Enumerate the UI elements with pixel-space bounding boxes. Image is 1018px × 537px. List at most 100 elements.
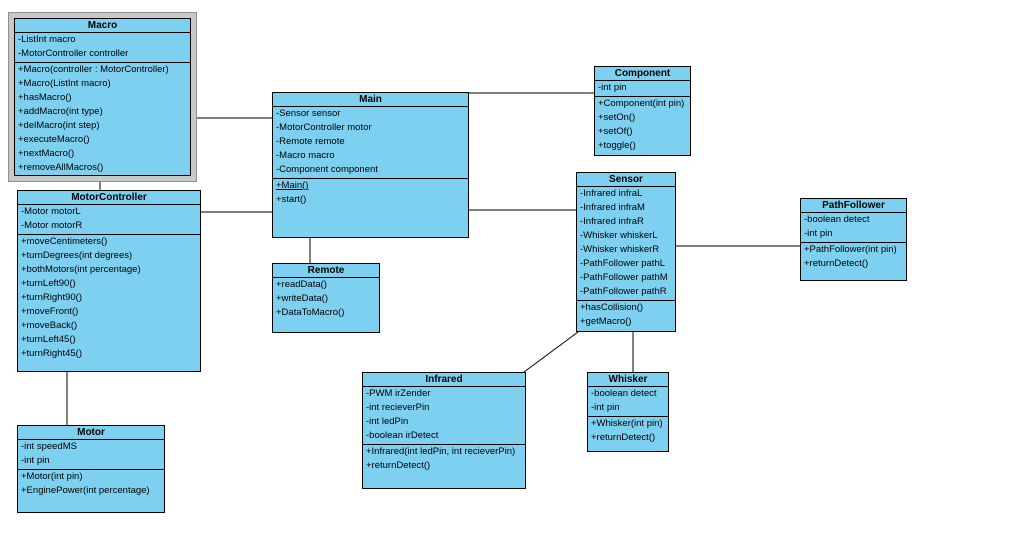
class-member: +setOn() xyxy=(598,112,636,123)
class-methods: +Macro(controller : MotorController) +Mac… xyxy=(15,63,190,176)
class-member: -int pin xyxy=(591,402,620,413)
class-title: Sensor xyxy=(577,173,675,187)
class-member: +getMacro() xyxy=(580,316,632,327)
class-attributes: -int speedMS -int pin xyxy=(18,440,164,470)
class-member: -int speedMS xyxy=(21,441,77,452)
class-title: Main xyxy=(273,93,468,107)
class-member: +Whisker(int pin) xyxy=(591,418,663,429)
class-methods: +Whisker(int pin) +returnDetect() xyxy=(588,417,668,451)
class-member: +start() xyxy=(276,194,307,205)
class-box-remote[interactable]: Remote +readData() +writeData() +DataToMac… xyxy=(272,263,380,333)
class-member: +turnDegrees(int degrees) xyxy=(21,250,133,261)
class-attributes: -boolean detect -int pin xyxy=(588,387,668,417)
class-member: +toggle() xyxy=(598,140,636,151)
class-box-pathfollower[interactable]: PathFollower -boolean detect -int pin +Pa… xyxy=(800,198,907,281)
class-attributes: -boolean detect -int pin xyxy=(801,213,906,243)
class-member: -boolean detect xyxy=(591,388,657,399)
class-box-macro[interactable]: Macro -ListInt macro -MotorController con… xyxy=(14,18,191,176)
class-member: -int pin xyxy=(21,455,50,466)
class-methods: +Component(int pin) +setOn() +setOf() +togg… xyxy=(595,97,690,155)
class-member: +delMacro(int step) xyxy=(18,120,100,131)
class-member: -Macro macro xyxy=(276,150,335,161)
class-attributes: -PWM irZender -int recieverPin -int ledPin… xyxy=(363,387,525,445)
class-member: -int pin xyxy=(804,228,833,239)
class-member: -Motor motorL xyxy=(21,206,81,217)
class-member: +Component(int pin) xyxy=(598,98,685,109)
class-methods: +Infrared(int ledPin, int recieverPin) +r… xyxy=(363,445,525,488)
class-attributes: -ListInt macro -MotorController controlle… xyxy=(15,33,190,63)
class-member: -Infrared infraL xyxy=(580,188,643,199)
class-member: +returnDetect() xyxy=(366,460,431,471)
class-member: -PWM irZender xyxy=(366,388,431,399)
class-member: +EnginePower(int percentage) xyxy=(21,485,150,496)
class-box-main[interactable]: Main -Sensor sensor -MotorController moto… xyxy=(272,92,469,238)
class-member: +turnRight90() xyxy=(21,292,82,303)
class-member: -Component component xyxy=(276,164,378,175)
class-member: +removeAllMacros() xyxy=(18,162,104,173)
class-methods: +moveCentimeters()+turnDegrees(int degre… xyxy=(18,235,200,371)
class-member: +returnDetect() xyxy=(591,432,656,443)
class-member: -ListInt macro xyxy=(18,34,76,45)
class-member: +DataToMacro() xyxy=(276,307,345,318)
class-methods: +Main()+start() xyxy=(273,179,468,237)
class-member: +turnLeft90() xyxy=(21,278,76,289)
class-methods: +readData() +writeData() +DataToMacro() xyxy=(273,278,379,332)
class-member: -Whisker whiskerL xyxy=(580,230,658,241)
class-attributes: -Sensor sensor -MotorController motor -Rem… xyxy=(273,107,468,179)
class-member: +hasMacro() xyxy=(18,92,72,103)
connector-sensor-infrared[interactable] xyxy=(523,331,579,373)
class-title: PathFollower xyxy=(801,199,906,213)
class-member: -Infrared infraM xyxy=(580,202,645,213)
class-member: +bothMotors(int percentage) xyxy=(21,264,141,275)
class-methods: +PathFollower(int pin) +returnDetect() xyxy=(801,243,906,280)
class-member: +turnLeft45() xyxy=(21,334,76,345)
class-box-whisker[interactable]: Whisker -boolean detect -int pin +Whisker… xyxy=(587,372,669,452)
class-methods: +hasCollision()+getMacro() xyxy=(577,301,675,331)
class-box-sensor[interactable]: Sensor -Infrared infraL-Infrared infraM-… xyxy=(576,172,676,332)
class-attributes: -Motor motorL -Motor motorR xyxy=(18,205,200,235)
class-title: Component xyxy=(595,67,690,81)
class-member: -int ledPin xyxy=(366,416,409,427)
class-title: Remote xyxy=(273,264,379,278)
class-member: +Motor(int pin) xyxy=(21,471,83,482)
class-member: -Whisker whiskerR xyxy=(580,244,660,255)
class-member: -MotorController controller xyxy=(18,48,129,59)
class-member: +Infrared(int ledPin, int recieverPin) xyxy=(366,446,516,457)
class-box-infrared[interactable]: Infrared -PWM irZender -int recieverPin -i… xyxy=(362,372,526,489)
class-member: +executeMacro() xyxy=(18,134,90,145)
class-member: +Macro(controller : MotorController) xyxy=(18,64,169,75)
class-title: Motor xyxy=(18,426,164,440)
class-member: -int recieverPin xyxy=(366,402,430,413)
class-member: +writeData() xyxy=(276,293,328,304)
class-member: +moveBack() xyxy=(21,320,78,331)
class-member: +Macro(ListInt macro) xyxy=(18,78,111,89)
class-member: +turnRight45() xyxy=(21,348,82,359)
class-member: +PathFollower(int pin) xyxy=(804,244,897,255)
class-member: +moveFront() xyxy=(21,306,79,317)
class-title: Macro xyxy=(15,19,190,33)
class-member: -int pin xyxy=(598,82,627,93)
class-member: -PathFollower pathR xyxy=(580,286,667,297)
class-title: Infrared xyxy=(363,373,525,387)
class-member: -PathFollower pathL xyxy=(580,258,666,269)
class-member: +returnDetect() xyxy=(804,258,869,269)
class-member: -Motor motorR xyxy=(21,220,83,231)
class-member: -Sensor sensor xyxy=(276,108,341,119)
class-member: -boolean irDetect xyxy=(366,430,439,441)
class-member: -boolean detect xyxy=(804,214,870,225)
class-member: -Remote remote xyxy=(276,136,345,147)
class-member: -PathFollower pathM xyxy=(580,272,668,283)
class-member: -Infrared infraR xyxy=(580,216,644,227)
class-member: +addMacro(int type) xyxy=(18,106,103,117)
class-member: -MotorController motor xyxy=(276,122,372,133)
class-member: +setOf() xyxy=(598,126,633,137)
class-member: +readData() xyxy=(276,279,327,290)
class-attributes: -Infrared infraL -Infrared infraM -Infrare… xyxy=(577,187,675,301)
class-methods: +Motor(int pin) +EnginePower(int percenta… xyxy=(18,470,164,512)
class-title: Whisker xyxy=(588,373,668,387)
class-box-motor[interactable]: Motor -int speedMS -int pin +Motor(int pi… xyxy=(17,425,165,513)
class-box-motorcontroller[interactable]: MotorController -Motor motorL-Motor moto… xyxy=(17,190,201,372)
class-box-component[interactable]: Component -int pin +Component(int pin) +s… xyxy=(594,66,691,156)
